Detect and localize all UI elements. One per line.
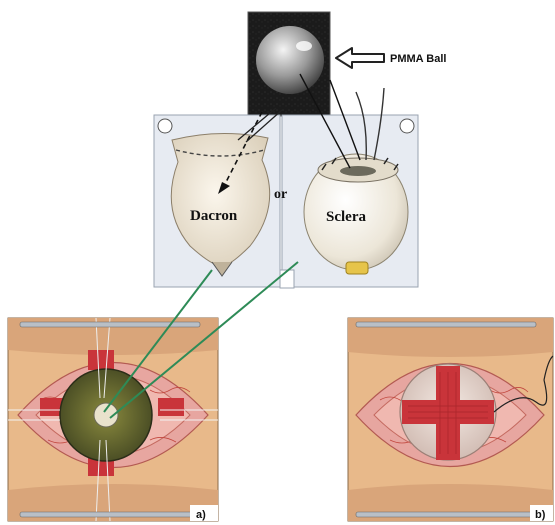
pmma-ball-label: PMMA Ball	[390, 53, 446, 65]
dacron-panel	[154, 108, 282, 287]
panel-a-label: a)	[196, 509, 206, 521]
sclera-label: Sclera	[326, 209, 366, 225]
surgery-panel-a	[8, 318, 218, 521]
dacron-label: Dacron	[190, 208, 238, 224]
surgery-panel-b	[348, 318, 553, 521]
hollow-left-arrow-icon	[336, 48, 384, 68]
or-label: or	[274, 187, 287, 202]
pmma-ball-photo	[248, 12, 330, 116]
panel-b-label: b)	[535, 509, 546, 521]
